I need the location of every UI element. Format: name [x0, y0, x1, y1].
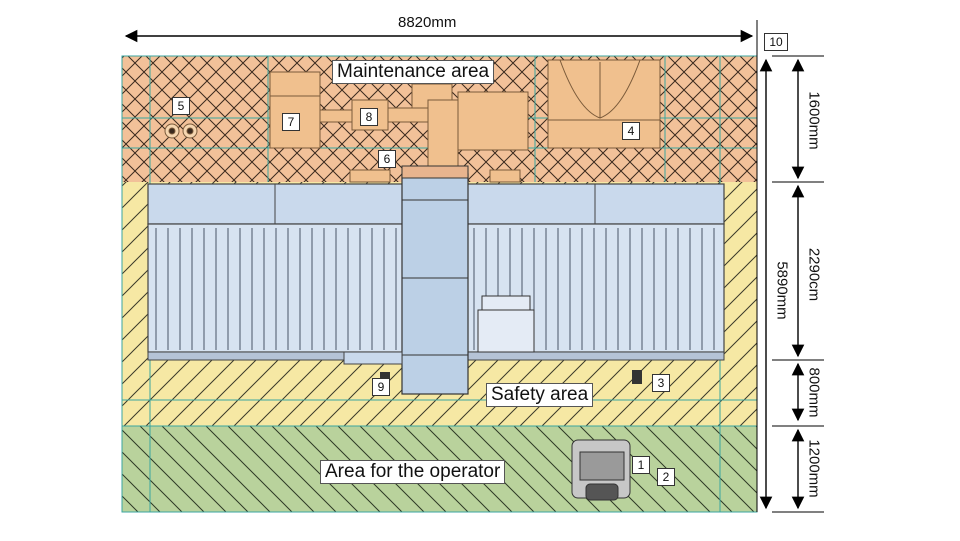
machine-depth-label: 2290cm: [805, 247, 823, 302]
machine-body: [147, 165, 725, 395]
callout-2: 2: [657, 468, 675, 486]
dimension-lines: [124, 29, 805, 510]
callout-1: 1: [632, 456, 650, 474]
callout-9: 9: [372, 378, 390, 396]
total-width-label: 8820mm: [398, 14, 457, 31]
safety-depth-label: 800mm: [805, 367, 823, 418]
callout-6: 6: [378, 150, 396, 168]
operator-console: [571, 439, 631, 501]
callout-3: 3: [652, 374, 670, 392]
operator-area-label: Area for the operator: [320, 460, 506, 484]
total-height-label: 5890mm: [773, 261, 791, 320]
maintenance-equipment: [164, 59, 661, 183]
maintenance-depth-label: 1600mm: [805, 91, 823, 150]
callout-10: 10: [764, 33, 788, 51]
safety-area-label: Safety area: [486, 383, 594, 407]
callout-7: 7: [282, 113, 300, 131]
callout-5: 5: [172, 97, 190, 115]
callout-4: 4: [622, 122, 640, 140]
operator-depth-label: 1200mm: [805, 439, 823, 498]
maintenance-area-label: Maintenance area: [332, 60, 495, 84]
callout-8: 8: [360, 108, 378, 126]
